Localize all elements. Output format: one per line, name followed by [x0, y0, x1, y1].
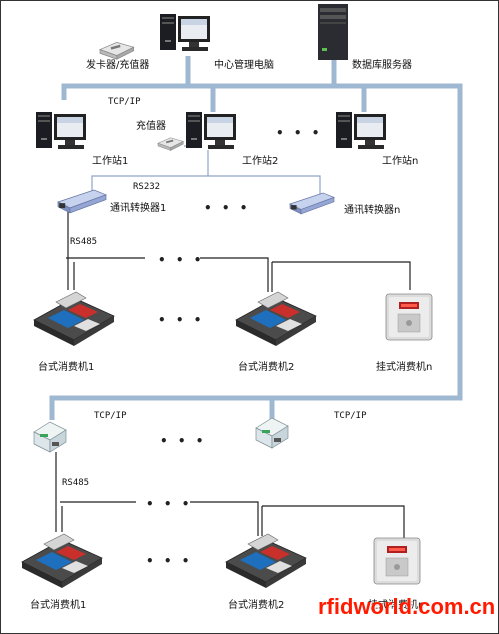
network-converter-2-icon — [255, 417, 289, 449]
rs485-lines — [55, 210, 411, 538]
ellipsis-workstations: • • • — [276, 126, 323, 140]
rs485-a-label: RS485 — [70, 237, 98, 247]
tcpip-right-label: TCP/IP — [334, 411, 367, 421]
db-server-label: 数据库服务器 — [352, 60, 412, 71]
workstation-1-icon — [36, 112, 86, 149]
ellipsis-terminals-b: • • • — [146, 554, 193, 568]
workstation-1-label: 工作站1 — [92, 156, 129, 167]
desk-terminal-1b-label: 台式消费机1 — [30, 600, 87, 611]
desk-terminal-2b-label: 台式消费机2 — [228, 600, 285, 611]
desk-terminal-1a-icon — [33, 291, 115, 347]
wall-terminal-b-label: 挂式消费机n — [368, 600, 425, 611]
converter-1-label: 通讯转换器1 — [110, 203, 167, 214]
wall-terminal-a-label: 挂式消费机n — [376, 362, 433, 373]
central-pc-label: 中心管理电脑 — [214, 60, 274, 71]
rs485-b-label: RS485 — [62, 478, 90, 488]
tcpip-top-label: TCP/IP — [108, 97, 141, 107]
converter-n-label: 通讯转换器n — [344, 205, 401, 216]
tcpip-backbone — [49, 56, 463, 420]
card-reader-icon — [99, 41, 135, 60]
wall-terminal-a-icon — [385, 293, 433, 341]
workstation-2-label: 工作站2 — [242, 156, 279, 167]
workstation-2-icon — [186, 112, 236, 149]
workstation-n-icon — [336, 112, 386, 149]
central-pc-icon — [160, 14, 210, 51]
network-converter-1-icon — [33, 421, 67, 453]
ellipsis-terminals-a: • • • — [158, 313, 205, 327]
card-issuer-label: 发卡器/充值器 — [86, 60, 150, 71]
server-icon — [318, 4, 348, 60]
serial-converter-n-icon — [289, 192, 335, 215]
ellipsis-netconv: • • • — [160, 434, 207, 448]
tcpip-left-label: TCP/IP — [94, 411, 127, 421]
desk-terminal-2a-label: 台式消费机2 — [238, 362, 295, 373]
ellipsis-converters: • • • — [204, 201, 251, 215]
ellipsis-rs485-a: • • • — [158, 253, 205, 267]
serial-converter-1-icon — [57, 189, 107, 214]
charger-label: 充值器 — [136, 121, 166, 132]
wall-terminal-b-icon — [373, 537, 421, 585]
workstation-n-label: 工作站n — [382, 156, 419, 167]
ellipsis-rs485-b: • • • — [146, 497, 193, 511]
watermark: rfidworld.com.cn — [318, 594, 496, 619]
desk-terminal-2b-icon — [225, 533, 307, 589]
desk-terminal-1b-icon — [21, 533, 103, 589]
desk-terminal-2a-icon — [235, 291, 317, 347]
charger-icon — [157, 137, 184, 151]
rs232-lines — [91, 145, 321, 196]
desk-terminal-1a-label: 台式消费机1 — [38, 362, 95, 373]
rs232-label: RS232 — [133, 182, 161, 192]
